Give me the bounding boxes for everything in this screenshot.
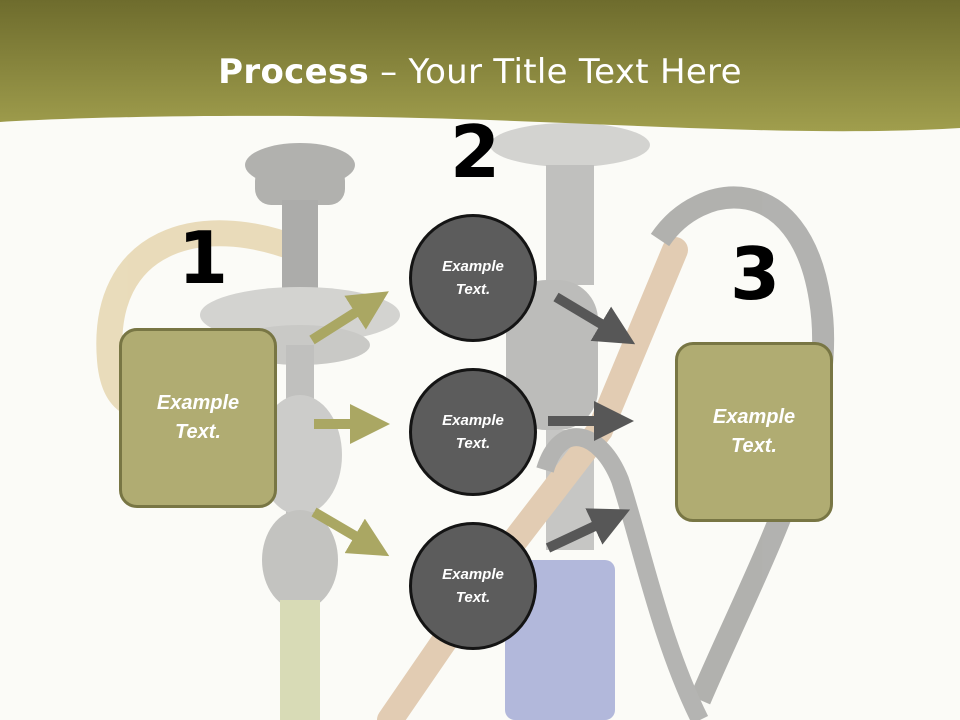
gray-arrow-up	[545, 508, 631, 553]
right-step-box-text: Example Text.	[712, 406, 796, 457]
circle-bottom-text: Example Text.	[442, 566, 504, 606]
slide-title: Process – Your Title Text Here	[0, 52, 960, 92]
step-number-1: 1	[178, 216, 229, 300]
title-rest: – Your Title Text Here	[369, 52, 742, 92]
left-step-box-text: Example Text.	[156, 392, 240, 443]
step-number-2: 2	[450, 110, 501, 194]
title-bold: Process	[218, 52, 370, 92]
circle-top[interactable]: Example Text.	[409, 214, 537, 342]
right-step-box[interactable]: Example Text.	[675, 342, 833, 522]
header-band	[0, 0, 960, 132]
circle-bottom[interactable]: Example Text.	[409, 522, 537, 650]
gray-arrow-down	[553, 292, 636, 345]
olive-arrow-up	[309, 291, 389, 345]
step-number-3: 3	[730, 232, 781, 316]
circle-middle-text: Example Text.	[442, 412, 504, 452]
olive-arrow-down	[311, 507, 390, 557]
left-step-box[interactable]: Example Text.	[119, 328, 277, 508]
circle-middle[interactable]: Example Text.	[409, 368, 537, 496]
circle-top-text: Example Text.	[442, 258, 504, 298]
